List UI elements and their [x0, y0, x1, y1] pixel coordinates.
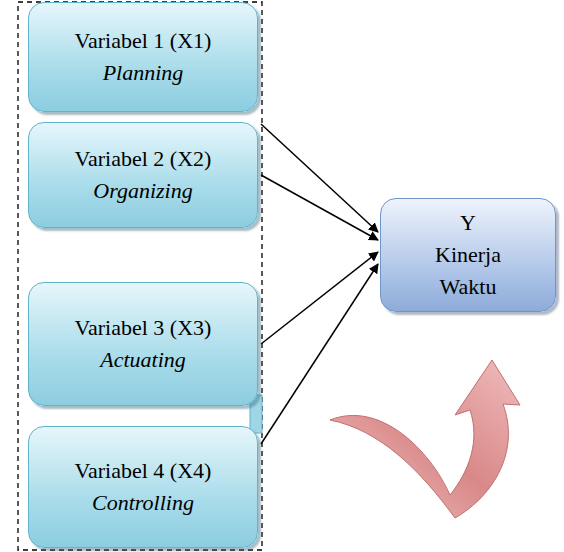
variable-box: Variabel 1 (X1)Planning	[28, 2, 258, 112]
box-heading: Variabel 1 (X1)	[75, 25, 212, 57]
arrow-connector	[261, 264, 378, 444]
curved-arrow	[330, 360, 520, 518]
box-body: Planning	[103, 57, 184, 89]
arrow-connector	[261, 175, 378, 240]
box-body: Organizing	[93, 175, 192, 207]
box-body: Actuating	[100, 344, 186, 376]
variable-box: Variabel 2 (X2)Organizing	[28, 122, 258, 228]
arrow-connector	[261, 124, 378, 232]
box-heading: Variabel 4 (X4)	[75, 455, 212, 487]
box-body: Controlling	[92, 487, 194, 519]
dashed-group-frame	[18, 2, 262, 550]
box-body: Kinerja Waktu	[413, 239, 523, 303]
box-heading: Variabel 3 (X3)	[75, 312, 212, 344]
variable-box: Variabel 3 (X3)Actuating	[28, 282, 258, 406]
box-heading: Variabel 2 (X2)	[75, 143, 212, 175]
arrow-connector	[261, 252, 378, 344]
box-heading: Y	[460, 207, 476, 239]
variable-box: Variabel 4 (X4)Controlling	[28, 426, 258, 548]
output-box: YKinerja Waktu	[380, 198, 556, 312]
